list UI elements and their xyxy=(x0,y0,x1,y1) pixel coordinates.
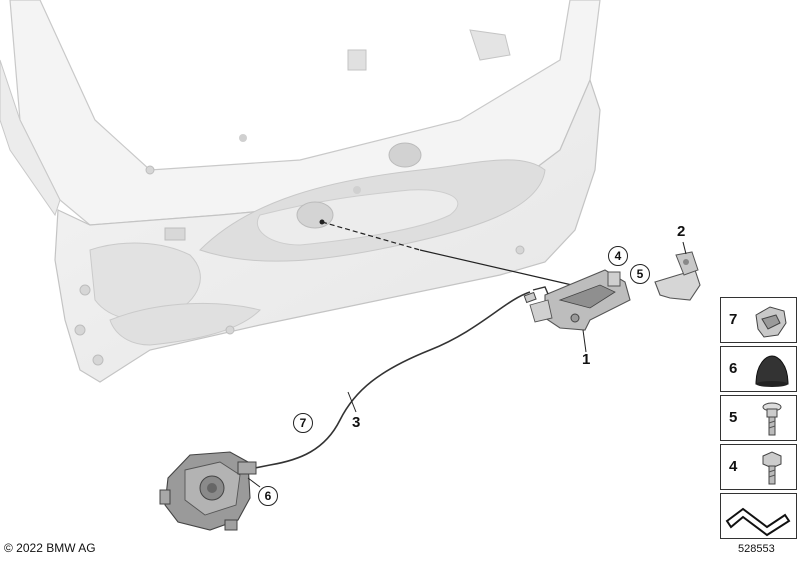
callout-7-label: 7 xyxy=(299,416,307,430)
collar-screw-icon xyxy=(762,402,782,436)
clip-icon xyxy=(755,306,787,338)
parts-legend: 7 6 5 4 xyxy=(720,297,797,540)
actuator-unit xyxy=(159,451,261,531)
tailgate-lock xyxy=(529,269,631,353)
legend-cell-6: 6 xyxy=(720,346,797,392)
legend-cell-7: 7 xyxy=(720,297,797,343)
callout-6-circled: 6 xyxy=(258,486,278,506)
seal-profile-icon xyxy=(725,507,791,537)
legend-number: 7 xyxy=(729,311,738,328)
legend-cell-4: 4 xyxy=(720,444,797,490)
document-id: 528553 xyxy=(738,543,775,555)
callout-4-circled: 4 xyxy=(608,246,628,266)
legend-cell-seal xyxy=(720,493,797,539)
legend-number: 5 xyxy=(729,409,738,426)
callout-3: 3 xyxy=(352,414,361,431)
legend-cell-5: 5 xyxy=(720,395,797,441)
lock-bracket xyxy=(654,241,701,301)
callout-4-label: 4 xyxy=(614,249,622,263)
callout-1: 1 xyxy=(582,351,591,368)
rubber-buffer-icon xyxy=(755,355,789,387)
callout-7-circled: 7 xyxy=(293,413,313,433)
legend-number: 4 xyxy=(729,458,738,475)
callout-5-circled: 5 xyxy=(630,264,650,284)
callout-5-label: 5 xyxy=(636,267,644,281)
callout-2: 2 xyxy=(677,223,686,240)
copyright-text: © 2022 BMW AG xyxy=(4,541,96,555)
hex-bolt-icon xyxy=(762,451,782,485)
legend-number: 6 xyxy=(729,360,738,377)
callout-6-label: 6 xyxy=(264,489,272,503)
bowden-cable xyxy=(234,291,531,473)
